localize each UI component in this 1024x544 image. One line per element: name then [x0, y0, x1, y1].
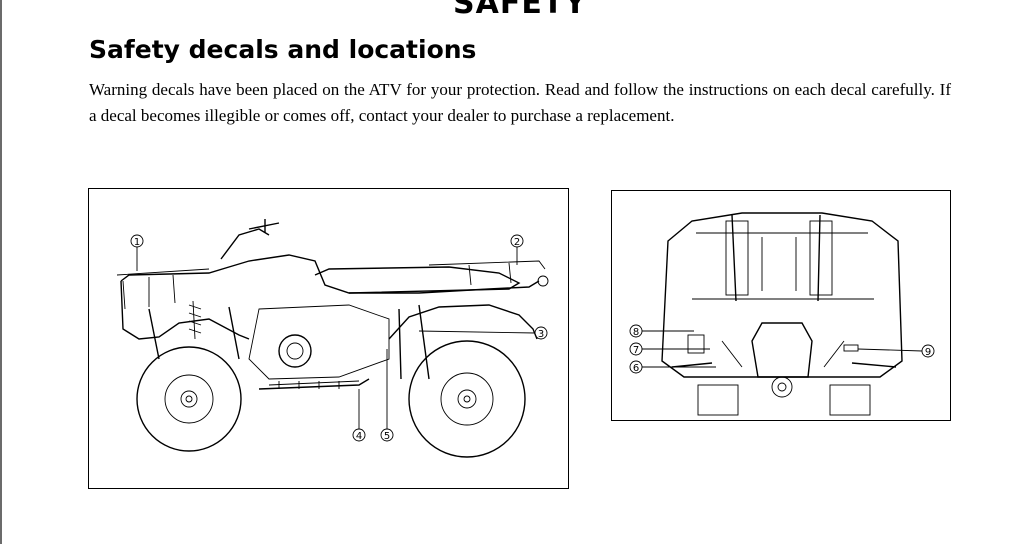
body-outline [120, 254, 540, 294]
callout-4-label: 4 [356, 431, 362, 442]
callout-2-label: 2 [514, 237, 520, 248]
intro-paragraph: Warning decals have been placed on the A… [89, 80, 951, 125]
rear-fender [388, 304, 538, 340]
callout-2: 2 [510, 234, 524, 265]
callout-9-label: 9 [925, 347, 931, 358]
engine-cover [278, 334, 312, 368]
callout-4: 4 [352, 389, 366, 442]
callout-9: 9 [857, 344, 935, 358]
atv-rear-view-illustration: 8 7 6 9 [629, 212, 935, 416]
callout-7-label: 7 [633, 345, 639, 356]
callout-8: 8 [629, 324, 694, 338]
rear-rack [731, 214, 821, 302]
front-shock [188, 300, 202, 340]
decal-7-area [687, 334, 705, 354]
footrest [258, 378, 370, 390]
decal-9-area [843, 344, 859, 352]
page-edge-rule [0, 0, 2, 544]
callout-3-label: 3 [538, 329, 544, 340]
rear-seat [751, 322, 813, 378]
handlebar [220, 228, 270, 260]
section-heading: Safety decals and locations [89, 35, 477, 64]
callout-6: 6 [629, 360, 716, 374]
callout-3: 3 [418, 326, 548, 340]
callout-8-label: 8 [633, 327, 639, 338]
atv-side-view-illustration: 1 2 3 4 5 [116, 219, 549, 458]
callout-5-label: 5 [384, 431, 390, 442]
callout-5: 5 [380, 349, 394, 442]
callout-1: 1 [130, 234, 144, 271]
rear-fender-outline [661, 212, 903, 378]
atv-side-view-figure: 1 2 3 4 5 [88, 188, 569, 489]
front-rack [116, 268, 210, 310]
callout-6-label: 6 [633, 363, 639, 374]
seat [314, 266, 521, 294]
rear-rack [428, 260, 546, 286]
front-wheel [136, 346, 242, 452]
callout-7: 7 [629, 342, 710, 356]
callout-1-label: 1 [134, 237, 140, 248]
atv-rear-view-figure: 8 7 6 9 [611, 190, 951, 421]
page-title: SAFETY [453, 0, 587, 21]
rear-wheel [408, 340, 526, 458]
